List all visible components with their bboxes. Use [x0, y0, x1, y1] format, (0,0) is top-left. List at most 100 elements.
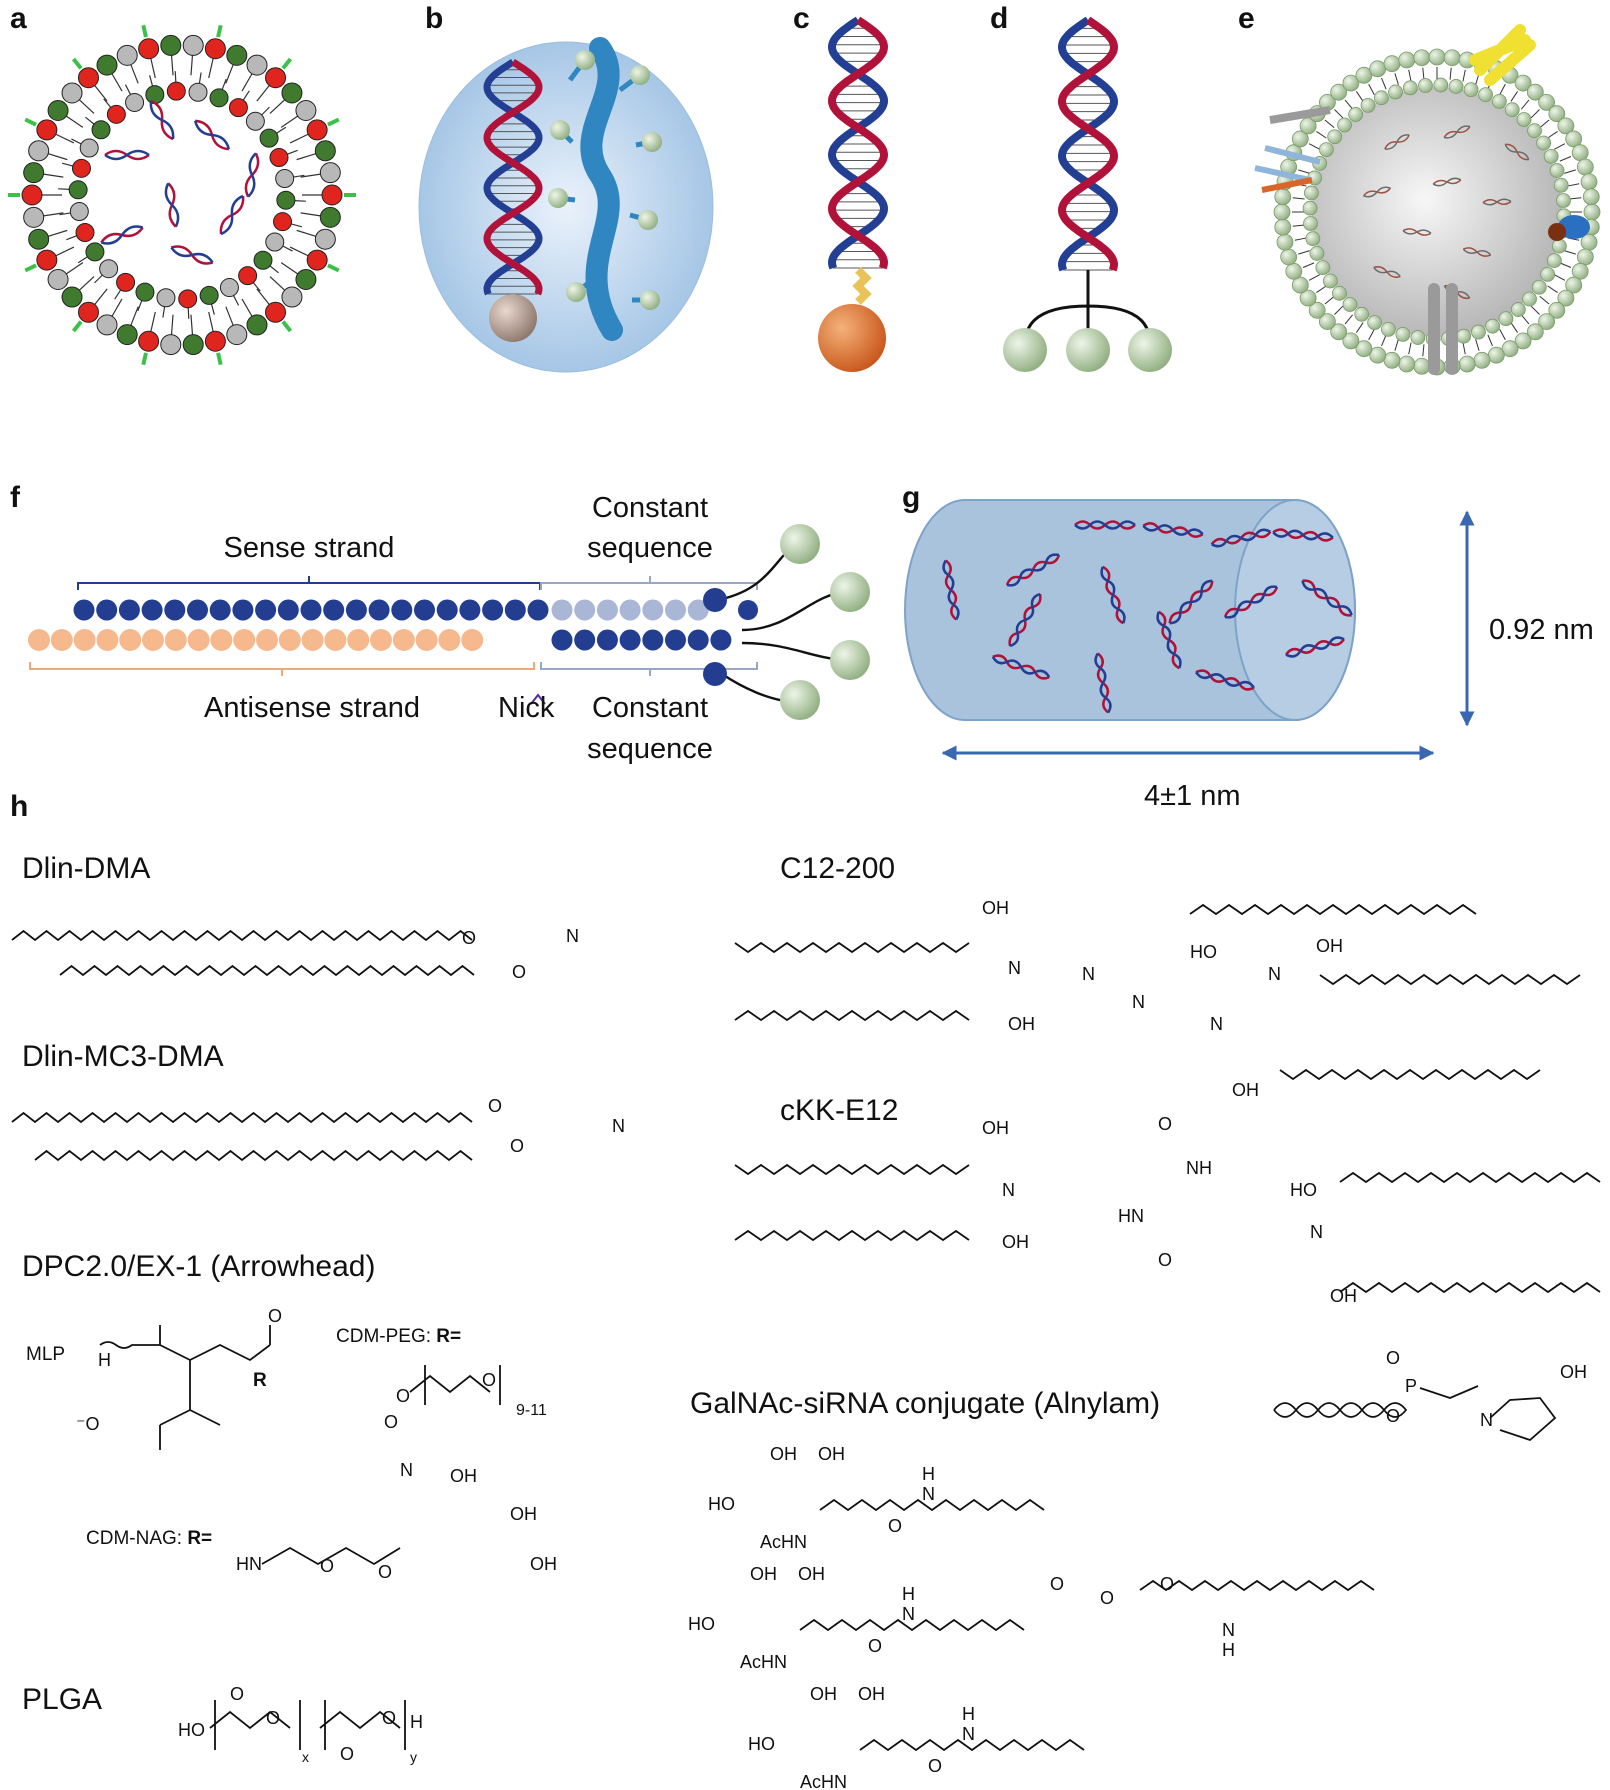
peg-chain	[327, 263, 340, 273]
lipid-head	[1299, 289, 1317, 307]
lipid-head	[314, 228, 336, 250]
sirna-duplex-icon	[1273, 1402, 1408, 1418]
polymer-ball	[550, 120, 570, 140]
lipid-head	[314, 140, 336, 162]
antisense-backbone	[827, 16, 889, 270]
lipid-head	[204, 330, 226, 352]
lipid-head	[116, 324, 138, 346]
atom-label: H	[98, 1350, 111, 1370]
lipid-head	[1448, 79, 1464, 94]
lipid-head	[47, 100, 69, 122]
lipid-head	[1576, 248, 1594, 266]
constant-nucleotide	[687, 599, 709, 621]
atom-label: HO	[1190, 942, 1217, 962]
lipid-head	[1302, 200, 1318, 216]
lipid-head	[265, 232, 285, 252]
atom-label: O	[1158, 1250, 1172, 1270]
atom-label: HO	[688, 1614, 715, 1634]
lipid-head	[245, 111, 265, 131]
antisense-nucleotide	[461, 629, 484, 651]
ckk-chain-4	[1339, 1281, 1601, 1294]
antisense-nucleotide	[96, 629, 119, 651]
atom-label: OH	[1560, 1362, 1587, 1382]
lipid-head	[106, 104, 126, 124]
atom-label: O	[1386, 1348, 1400, 1368]
lipid-head	[116, 44, 138, 66]
lipid-head	[36, 249, 58, 271]
peg-chain	[71, 57, 83, 70]
sirna-molecule	[1301, 579, 1353, 617]
panel-label-e: e	[1238, 2, 1255, 35]
lipid-head	[85, 242, 105, 262]
peg-chain	[141, 24, 148, 38]
sirna-molecule	[1156, 610, 1182, 670]
sense-nucleotide	[459, 599, 481, 621]
surface-protein-blue	[1254, 145, 1321, 183]
sense-bracket	[77, 576, 541, 590]
sirna-molecule	[942, 559, 960, 621]
surface-protein-grey	[1269, 106, 1331, 124]
galnac-sugar-ring	[790, 1720, 850, 1770]
lipid-head	[209, 88, 229, 108]
lipid-head	[1402, 80, 1418, 96]
atom-label: O	[378, 1562, 392, 1582]
lipid-head	[1516, 112, 1532, 127]
constant-top-label-2: sequence	[587, 532, 713, 564]
lipid-head	[135, 282, 155, 302]
lipid-head	[1304, 185, 1319, 201]
lipid-head	[1367, 315, 1383, 331]
surface-protein-orange	[1261, 177, 1313, 193]
lipid-head	[1565, 276, 1583, 294]
lipid-head	[281, 286, 303, 308]
lipid-head	[1274, 218, 1292, 236]
antisense-nucleotide	[119, 629, 142, 651]
lipid-head	[204, 38, 226, 60]
dlin-mc3-dma-title: Dlin-MC3-DMA	[22, 1040, 224, 1073]
atom-label: OH	[750, 1564, 777, 1584]
atom-label: O	[482, 1370, 496, 1390]
lipid-head	[269, 148, 289, 168]
galnac-ball-1	[780, 524, 820, 564]
c12-200-title: C12-200	[780, 852, 896, 885]
lipid-head	[1413, 49, 1431, 67]
sirna-molecule	[164, 182, 180, 228]
peg-chain	[327, 117, 340, 127]
lipid-head	[1504, 102, 1520, 118]
ligand-ball-1	[1003, 328, 1047, 372]
antisense-nucleotide	[392, 629, 415, 651]
sense-nucleotide	[436, 599, 458, 621]
atom-label: OH	[858, 1684, 885, 1704]
atom-label: HO	[748, 1734, 775, 1754]
atom-label: O	[510, 1136, 524, 1156]
antisense-nucleotide	[210, 629, 233, 651]
atom-label: O	[488, 1096, 502, 1116]
sirna-molecule	[1008, 592, 1042, 648]
constant-top-label-1: Constant	[591, 492, 709, 524]
conjugate-ball	[818, 304, 886, 372]
sirna-molecule	[104, 149, 150, 161]
antisense-nucleotide	[28, 629, 50, 651]
sirna-helix	[827, 16, 889, 270]
sirna-molecule	[1223, 585, 1279, 619]
atom-label: HN	[1118, 1206, 1144, 1226]
lipid-head	[1360, 97, 1376, 113]
atom-label: O	[888, 1516, 902, 1536]
lipid-head	[1348, 107, 1364, 122]
lipid-head	[238, 266, 258, 286]
sirna-molecule	[193, 119, 231, 151]
lipid-head	[1456, 328, 1472, 344]
linker-icon	[852, 267, 872, 305]
lipid-head	[1571, 262, 1589, 280]
peg-chain	[141, 352, 148, 366]
nick-marker	[530, 693, 546, 705]
sirna-molecule	[1168, 579, 1214, 625]
sense-nucleotide	[482, 599, 504, 621]
atom-label: N	[566, 926, 579, 946]
mc3-chain-1	[11, 1111, 473, 1124]
lipid-head	[1342, 332, 1360, 350]
panel-label-f: f	[10, 481, 20, 514]
sense-strand	[73, 599, 758, 621]
lipid-head	[1383, 55, 1401, 73]
atom-label: OH	[982, 1118, 1009, 1138]
lipid-head	[1395, 326, 1411, 342]
